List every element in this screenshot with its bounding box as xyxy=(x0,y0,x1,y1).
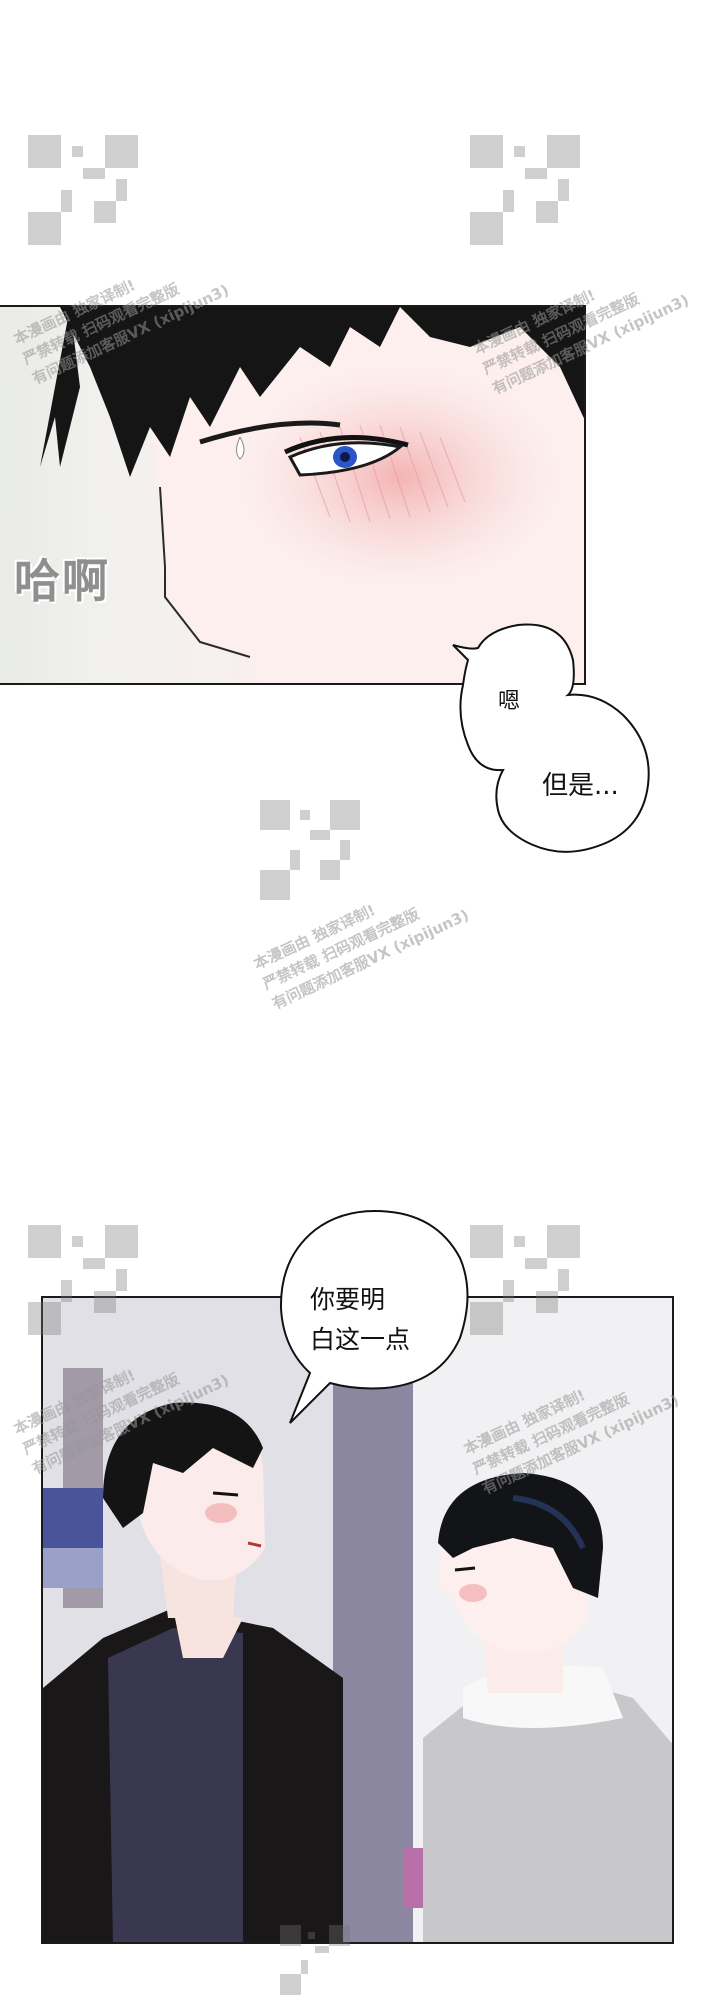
sfx-haa: 哈啊 xyxy=(14,554,110,608)
qr-watermark-icon xyxy=(280,1925,350,1999)
qr-watermark-icon xyxy=(28,135,138,249)
speech-bubble-understand xyxy=(279,1209,469,1424)
qr-watermark-icon xyxy=(470,135,580,249)
qr-watermark-icon xyxy=(470,1225,580,1339)
qr-watermark-icon xyxy=(28,1225,138,1339)
panel-two-characters xyxy=(41,1296,674,1944)
bubble-text-line2: 白这一点 xyxy=(310,1325,411,1354)
bubble-text-danshi: 但是... xyxy=(542,771,619,801)
bubble-text-line1: 你要明 xyxy=(310,1285,386,1314)
two-characters-illustration xyxy=(43,1298,672,1942)
speech-bubble-en xyxy=(452,623,650,853)
panel-closeup xyxy=(0,305,586,685)
closeup-illustration xyxy=(40,307,584,683)
bubble-text-en: 嗯 xyxy=(498,689,521,714)
qr-watermark-icon xyxy=(260,800,360,904)
